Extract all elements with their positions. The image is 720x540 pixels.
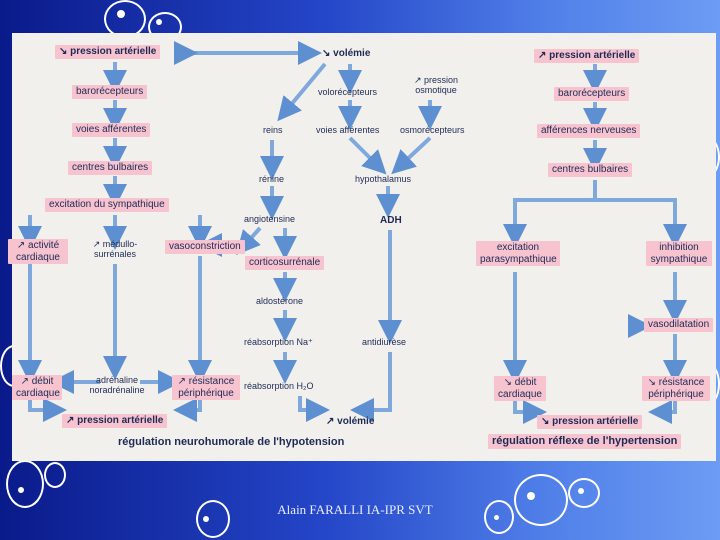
- middle-volorecepteurs-text: volorécepteurs: [318, 87, 378, 97]
- middle-adh-text: ADH: [380, 215, 402, 226]
- left-centres-bulbaires-box: centres bulbaires: [68, 161, 153, 175]
- bubble-decoration: [196, 500, 230, 538]
- bubble-decoration: [44, 462, 66, 488]
- middle-volemie-text: ↘ volémie: [322, 48, 371, 59]
- middle-reabsorption-na-text: réabsorption Na⁺: [244, 337, 313, 347]
- bubble-decoration: [514, 474, 568, 526]
- bubble-dot: [203, 516, 209, 522]
- right-debit-cardiaque-box: ↘ débit cardiaque: [494, 376, 546, 401]
- right-centres-bulbaires-box: centres bulbaires: [548, 163, 633, 177]
- left-excitation-sympathique-box: excitation du sympathique: [45, 198, 169, 212]
- left-adrenaline-text: adrénaline noradrénaline: [89, 375, 145, 395]
- diagram-panel: [12, 33, 716, 461]
- right-inhibition-sympathique-box: inhibition sympathique: [646, 241, 712, 266]
- middle-aldosterone-text: aldostérone: [256, 296, 304, 306]
- left-activite-cardiaque-box: ↗ activité cardiaque: [8, 239, 68, 264]
- middle-corticosurrenale-box: corticosurrénale: [245, 256, 325, 270]
- middle-hypothalamus-text: hypothalamus: [355, 174, 412, 184]
- middle-reabsorption-h2o-text: réabsorption H₂O: [244, 381, 314, 391]
- middle-angiotensine-text: angiotensine: [244, 214, 296, 224]
- left-medullo-surrenales-text: ↗ médullo-surrénales: [92, 239, 138, 259]
- bubble-dot: [578, 488, 584, 494]
- middle-pression-osmotique-text: ↗ pression osmotique: [413, 75, 459, 95]
- right-pression-arterielle-box: ↗ pression artérielle: [534, 49, 640, 63]
- left-resistance-peripherique-box: ↗ résistance périphérique: [172, 375, 240, 400]
- left-pression-arterielle-box: ↘ pression artérielle: [55, 45, 161, 59]
- bubble-dot: [18, 487, 24, 493]
- middle-renine-text: rénine: [259, 174, 285, 184]
- middle-volemie-result-text: ↗ volémie: [326, 416, 375, 427]
- left-pression-result-box: ↗ pression artérielle: [62, 414, 168, 428]
- left-caption: régulation neurohumorale de l'hypotensio…: [118, 436, 345, 448]
- middle-voies-afferentes-text: voies afférentes: [316, 125, 380, 135]
- middle-antidiurese-text: antidiurèse: [362, 337, 407, 347]
- left-debit-cardiaque-box: ↗ débit cardiaque: [12, 375, 62, 400]
- left-voies-afferentes-box: voies afférentes: [72, 123, 151, 137]
- bubble-dot: [527, 492, 535, 500]
- left-baroreceptors-box: barorécepteurs: [72, 85, 148, 99]
- right-caption-box: régulation réflexe de l'hypertension: [488, 434, 682, 449]
- bubble-dot: [494, 515, 499, 520]
- bubble-dot: [117, 10, 125, 18]
- middle-reins-text: reins: [263, 125, 283, 135]
- bubble-decoration: [6, 460, 44, 508]
- bubble-decoration: [568, 478, 600, 508]
- bubble-decoration: [484, 500, 514, 534]
- footer-author: Alain FARALLI IA-IPR SVT: [277, 502, 433, 517]
- middle-osmorecepteurs-text: osmorécepteurs: [400, 125, 465, 135]
- right-afferences-nerveuses-box: afférences nerveuses: [537, 124, 641, 138]
- bubble-dot: [156, 19, 162, 25]
- right-excitation-parasympathique-box: excitation parasympathique: [476, 241, 560, 266]
- left-vasoconstriction-box: vasoconstriction: [165, 240, 245, 254]
- right-resistance-peripherique-box: ↘ résistance périphérique: [642, 376, 710, 401]
- right-baroreceptors-box: barorécepteurs: [554, 87, 630, 101]
- right-pression-result-box: ↘ pression artérielle: [537, 415, 643, 429]
- right-vasodilatation-box: vasodilatation: [644, 318, 714, 332]
